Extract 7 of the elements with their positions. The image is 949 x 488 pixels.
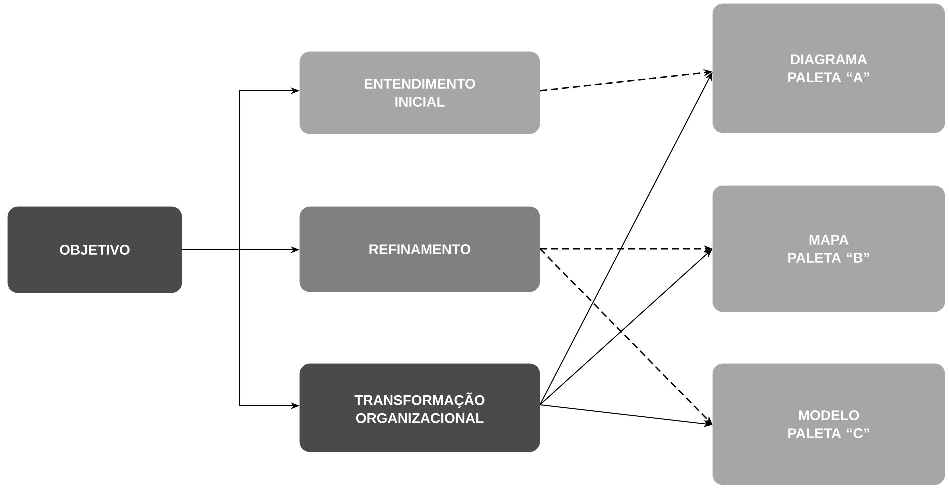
- process-box: MODELO PALETA “C”: [712, 364, 946, 486]
- process-box: MAPA PALETA “B”: [712, 186, 946, 312]
- process-box: DIAGRAMA PALETA “A”: [712, 4, 946, 134]
- process-box: REFINAMENTO: [300, 206, 540, 292]
- process-box: OBJETIVO: [8, 206, 182, 294]
- process-box: ENTENDIMENTO INICIAL: [300, 52, 540, 134]
- process-box: TRANSFORMAÇÃO ORGANIZACIONAL: [300, 364, 540, 452]
